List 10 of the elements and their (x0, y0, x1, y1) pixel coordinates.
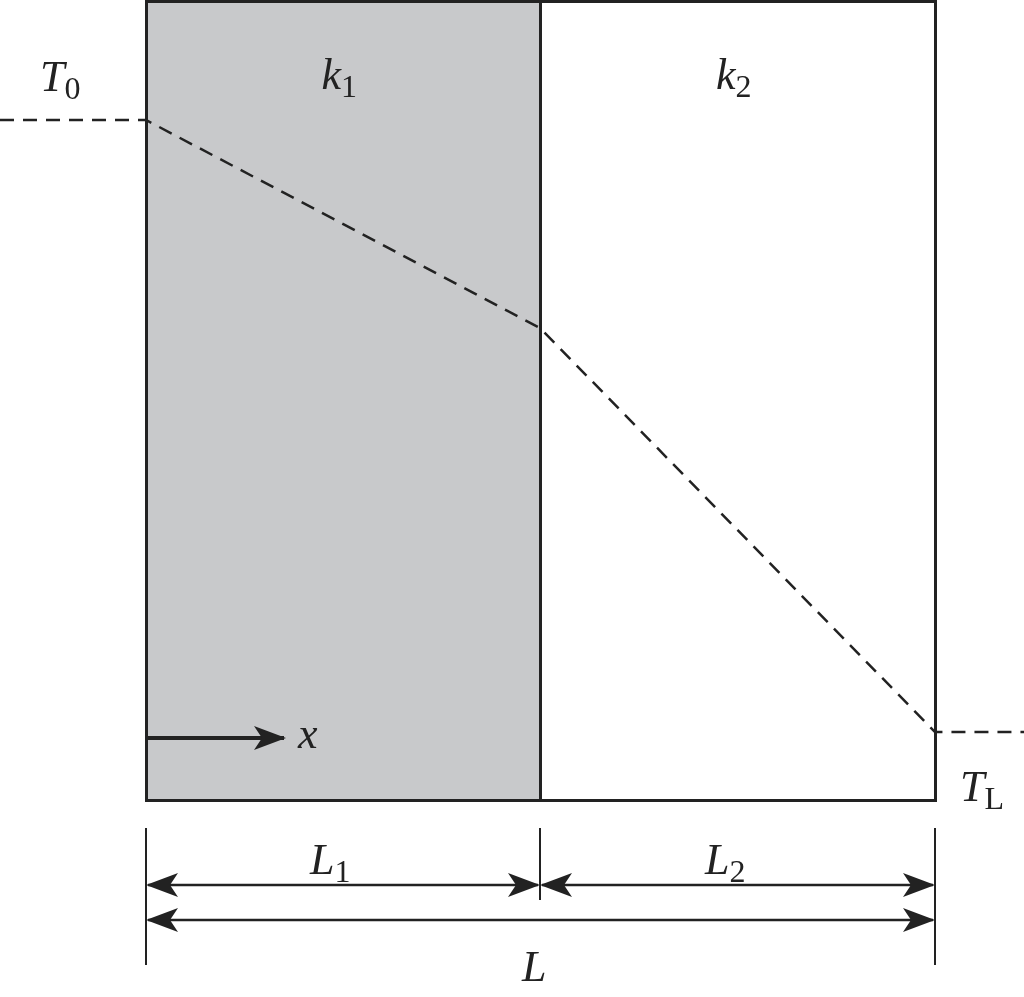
axis-label: x (298, 712, 318, 756)
conductivity-label: k$_{2}$ (716, 53, 752, 102)
length-label: L$_{1}$ (310, 838, 351, 887)
length-label: L$_{2}$ (705, 838, 746, 887)
temperature-label: T$_{0}$ (40, 55, 81, 104)
length-label: L (522, 945, 547, 989)
wall-layer (145, 0, 542, 802)
temperature-label: T$_{L}$ (960, 765, 1005, 814)
wall-layer (539, 0, 937, 802)
conductivity-label: k$_{1}$ (321, 53, 358, 102)
